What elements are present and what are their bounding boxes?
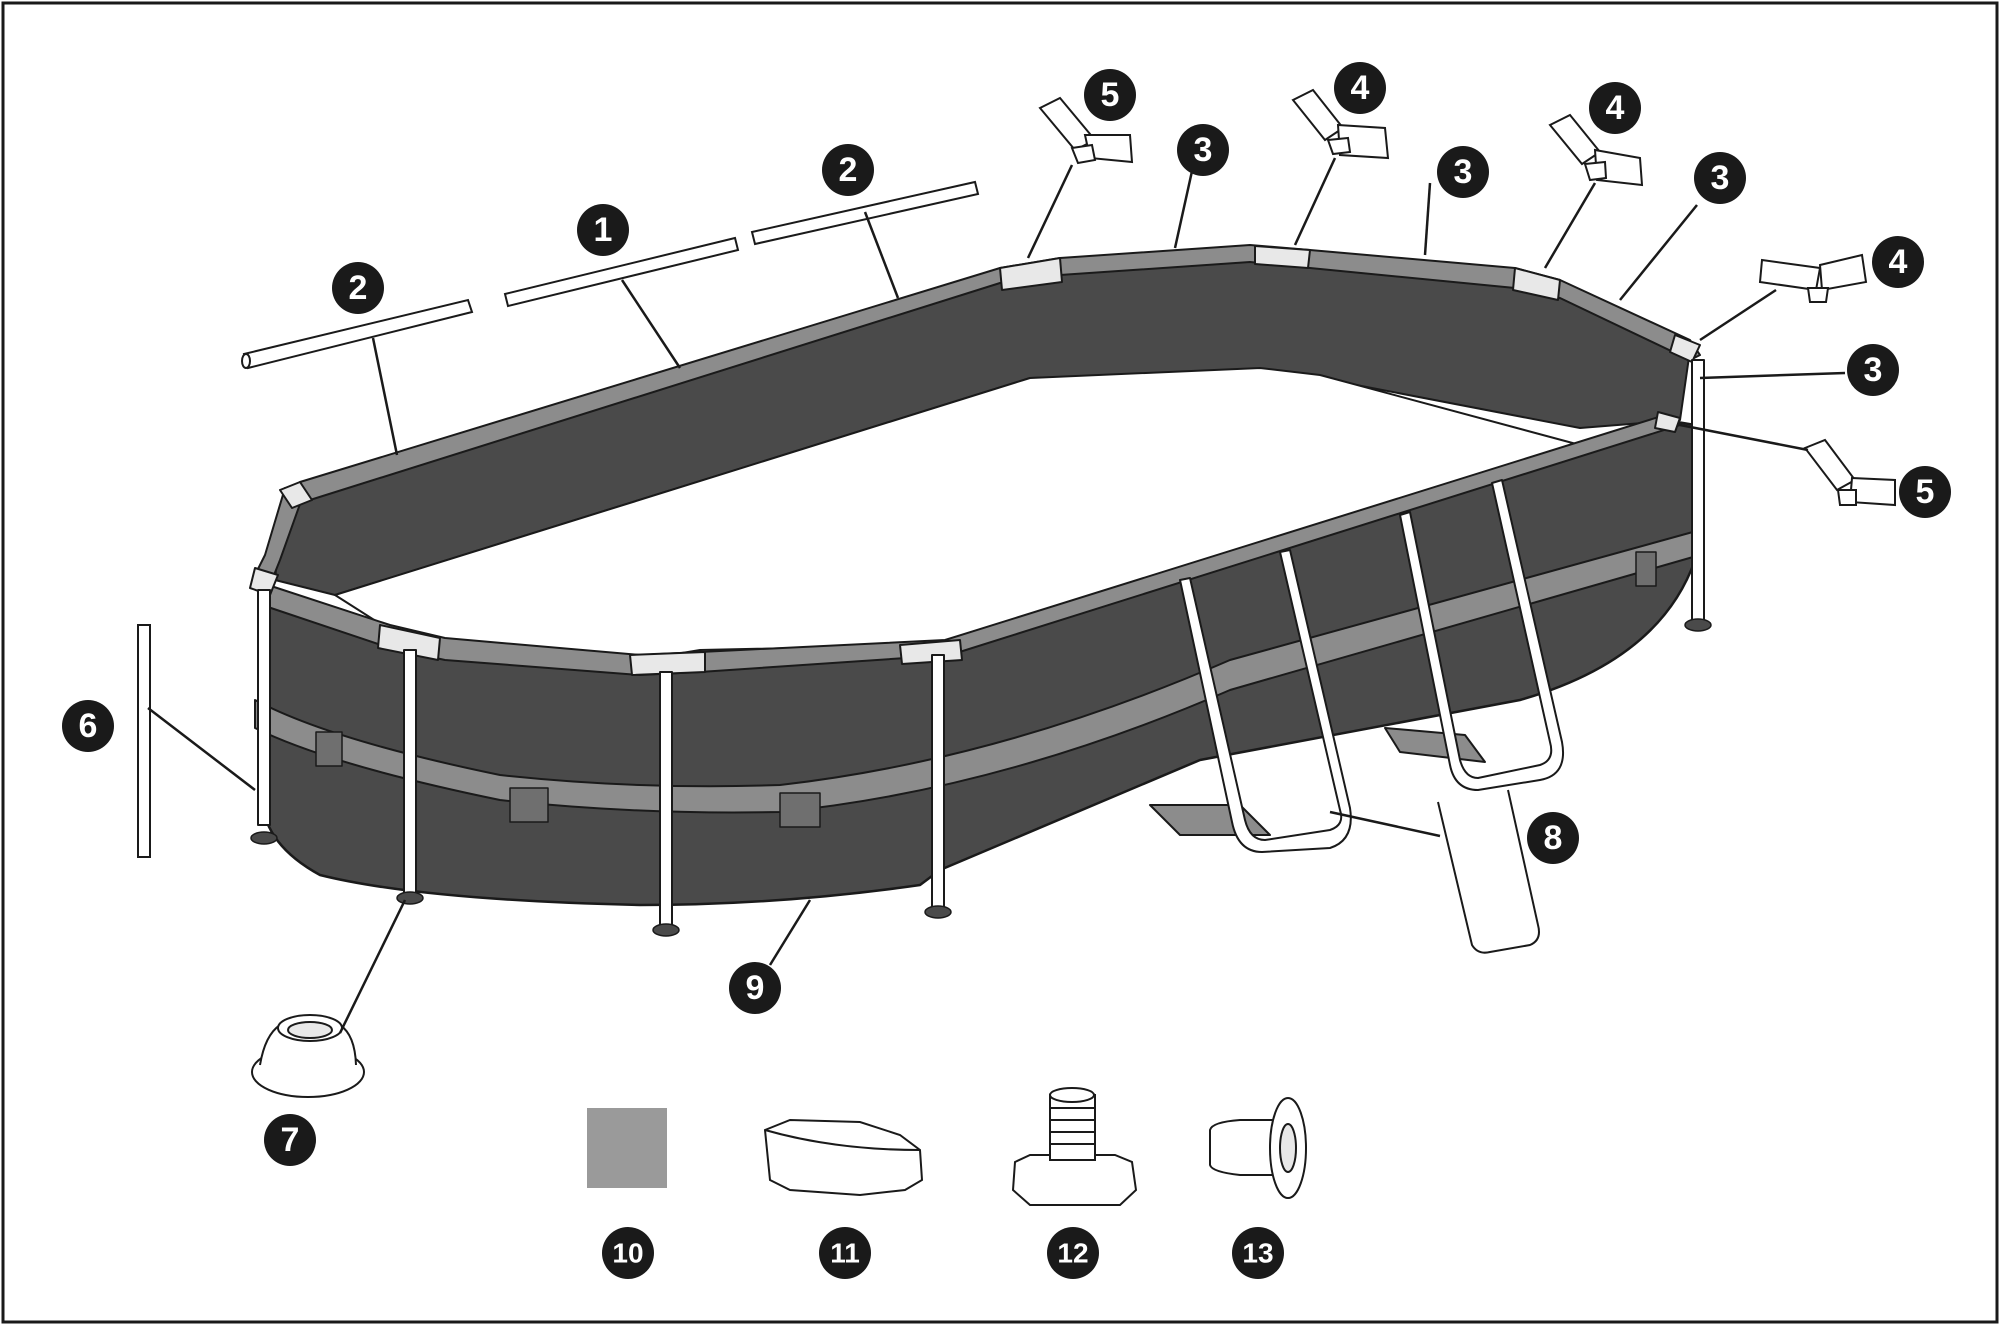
callout-3-a: 3 (1177, 124, 1229, 176)
part-repair-patch-10 (587, 1108, 667, 1188)
svg-text:11: 11 (830, 1238, 860, 1269)
part-valve-adapter-12 (1011, 1087, 1138, 1206)
callout-10: 10 (602, 1227, 654, 1279)
strap-buckle-3 (779, 792, 821, 828)
callouts: 1 2 2 3 3 3 3 4 (62, 62, 1951, 1279)
part-plug-13 (1209, 1097, 1307, 1199)
callout-8: 8 (1527, 812, 1579, 864)
svg-text:8: 8 (1544, 819, 1563, 857)
pool-legs (257, 359, 1705, 928)
svg-text:2: 2 (839, 151, 858, 189)
callout-1: 1 (577, 204, 629, 256)
callout-6: 6 (62, 700, 114, 752)
svg-text:4: 4 (1889, 243, 1908, 281)
svg-text:12: 12 (1057, 1238, 1088, 1269)
svg-text:9: 9 (746, 969, 765, 1007)
callout-3-b: 3 (1437, 146, 1489, 198)
svg-text:7: 7 (281, 1121, 300, 1159)
callout-4-b: 4 (1589, 82, 1641, 134)
svg-text:5: 5 (1101, 76, 1120, 114)
callout-5-top: 5 (1084, 69, 1136, 121)
svg-text:3: 3 (1194, 131, 1213, 169)
callout-4-c: 4 (1872, 236, 1924, 288)
callout-2-left: 2 (332, 262, 384, 314)
svg-text:1: 1 (594, 211, 613, 249)
pool-assembly (249, 244, 1712, 937)
strap-buckle-2 (509, 787, 549, 823)
strap-buckle-4 (1635, 551, 1657, 587)
part-tjoint-4-right (1758, 253, 1868, 303)
callout-9: 9 (729, 962, 781, 1014)
part-ladder-leg-8 (1437, 789, 1540, 954)
svg-text:5: 5 (1916, 473, 1935, 511)
strap-buckle-1 (315, 731, 343, 767)
svg-text:10: 10 (612, 1238, 643, 1269)
leg-feet (250, 618, 1712, 937)
svg-text:3: 3 (1454, 153, 1473, 191)
leader-lines (147, 152, 1846, 1034)
part-tjoint-4-top (1291, 88, 1390, 160)
callout-12: 12 (1047, 1227, 1099, 1279)
svg-text:3: 3 (1711, 159, 1730, 197)
part-drain-cap-11 (763, 1118, 924, 1197)
svg-text:13: 13 (1242, 1238, 1273, 1269)
svg-text:4: 4 (1606, 89, 1625, 127)
callout-5-right: 5 (1899, 466, 1951, 518)
svg-text:6: 6 (79, 707, 98, 745)
callout-3-c: 3 (1694, 152, 1746, 204)
callout-2-right: 2 (822, 144, 874, 196)
svg-text:3: 3 (1864, 351, 1883, 389)
svg-text:4: 4 (1351, 69, 1370, 107)
callout-4-a: 4 (1334, 62, 1386, 114)
part-foot-cap-7 (251, 1014, 365, 1098)
part-tjoint-5-right (1803, 438, 1896, 507)
part-tjoint-4-right-top (1548, 113, 1644, 187)
callout-7: 7 (264, 1114, 316, 1166)
rim-joints (249, 245, 1701, 676)
part-leg-6 (137, 624, 151, 858)
pool-ladder (1149, 479, 1564, 853)
part-tjoint-5-top (1038, 96, 1134, 165)
svg-text:2: 2 (349, 269, 368, 307)
callout-11: 11 (819, 1227, 871, 1279)
callout-13: 13 (1232, 1227, 1284, 1279)
callout-3-d: 3 (1847, 344, 1899, 396)
part-beam-1 (503, 236, 740, 308)
